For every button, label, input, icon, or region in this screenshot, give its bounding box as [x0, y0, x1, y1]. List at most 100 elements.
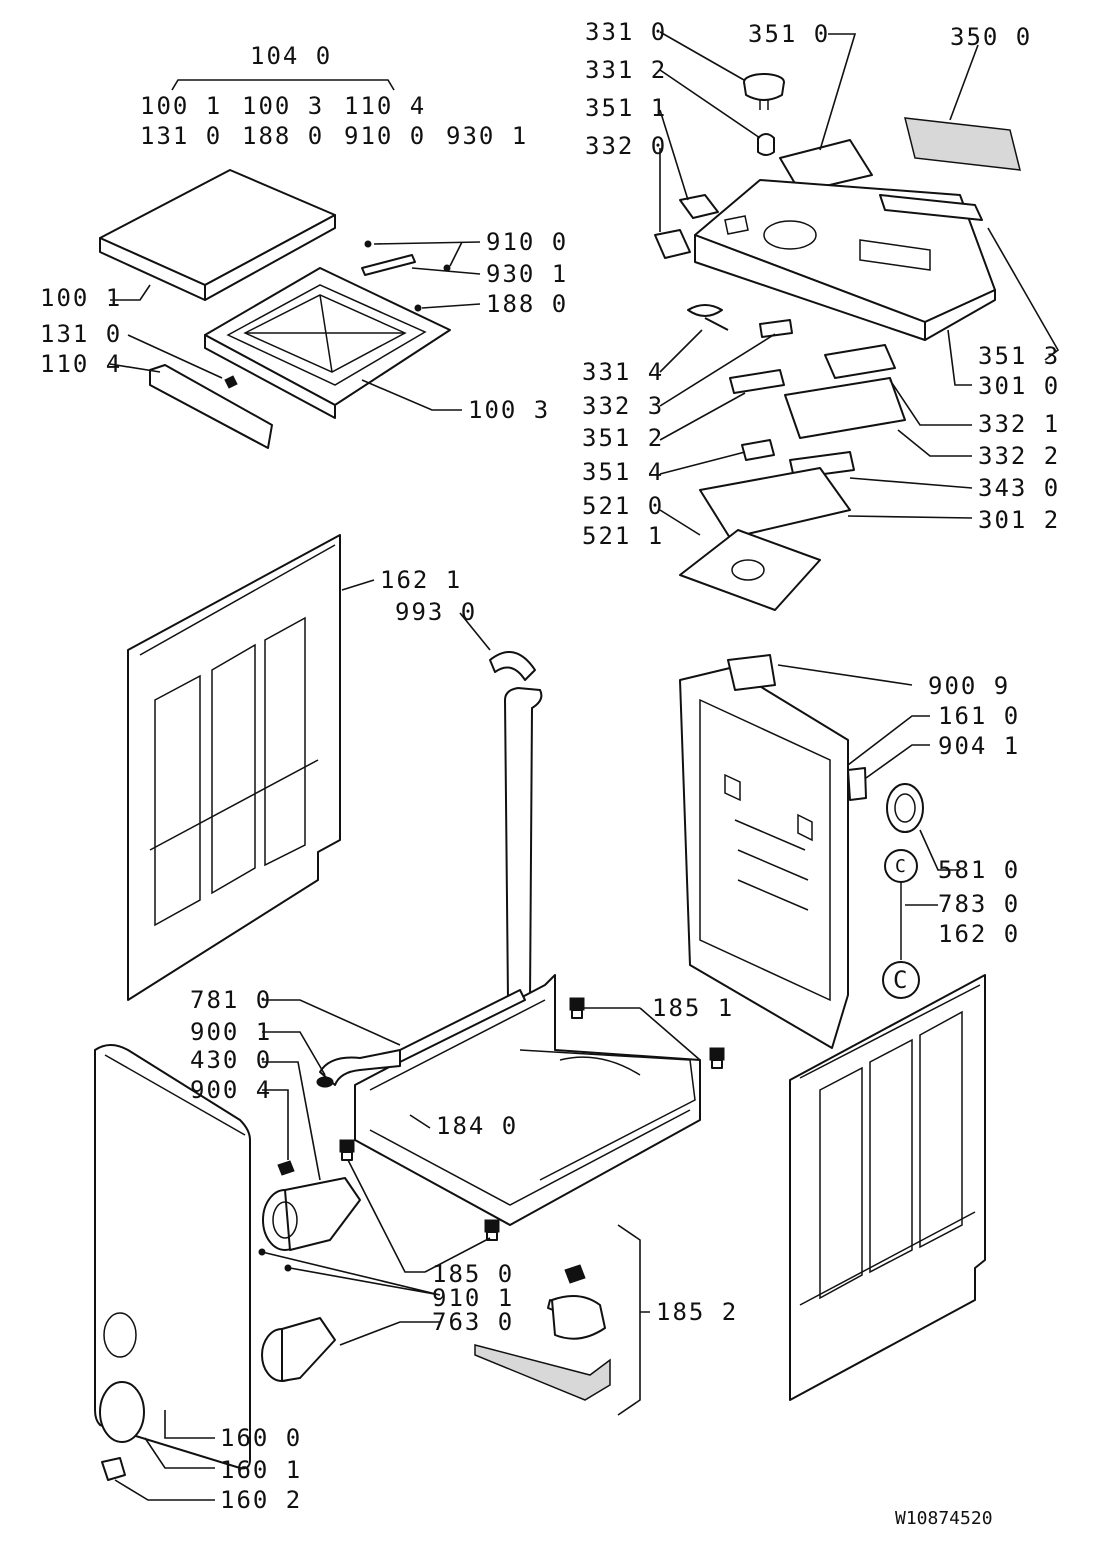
bracket-332-0-part	[654, 229, 691, 259]
callout-9009: 900 9	[928, 672, 1010, 700]
decal-panel-part	[904, 117, 1021, 171]
clip-131-part	[224, 375, 238, 389]
callout-3314: 331 4	[582, 358, 664, 386]
top-frame-part	[204, 267, 451, 419]
callout-1003: 100 3	[468, 396, 550, 424]
callout-3312: 331 2	[585, 56, 667, 84]
buttons-332-1-part	[824, 344, 896, 379]
callout-1104: 110 4	[40, 350, 122, 378]
callout-3430: 343 0	[978, 474, 1060, 502]
pump-430-part	[262, 1177, 361, 1251]
callout-3012: 301 2	[978, 506, 1060, 534]
connector-c-lower-label: C	[893, 966, 909, 994]
clamp-900-1-part	[316, 1076, 334, 1088]
top-lid-part	[99, 169, 336, 301]
hinge-cover-part	[361, 254, 416, 276]
side-panel-left-part	[127, 534, 341, 1001]
callout-3310: 331 0	[585, 18, 667, 46]
callout-3500: 350 0	[950, 23, 1032, 51]
callout-1850: 185 0	[432, 1260, 514, 1288]
callout-7810: 781 0	[190, 986, 272, 1014]
front-panel-part	[94, 1044, 251, 1470]
foot-185-1-b	[709, 1047, 725, 1069]
callout-9930: 993 0	[395, 598, 477, 626]
callout-3510: 351 0	[748, 20, 830, 48]
callout-1001: 100 1	[40, 284, 122, 312]
buttons-332-2-part	[784, 377, 906, 439]
callout-3511: 351 1	[585, 94, 667, 122]
callout-1310: 131 0	[40, 320, 122, 348]
hose-781-end-part	[319, 1049, 401, 1086]
knob-part	[743, 73, 785, 110]
callout-5211: 521 1	[582, 522, 664, 550]
callout-1610: 161 0	[938, 702, 1020, 730]
group-item-1104: 110 4	[344, 92, 426, 120]
foot-185-1-a	[569, 997, 585, 1019]
callout-3323: 332 3	[582, 392, 664, 420]
callout-1852: 185 2	[656, 1298, 738, 1326]
callout-1851: 185 1	[652, 994, 734, 1022]
clip-185-2-part	[564, 1264, 586, 1284]
callout-1602: 160 2	[220, 1486, 302, 1514]
group-header-label: 104 0	[250, 42, 332, 70]
callout-7630: 763 0	[432, 1308, 514, 1336]
callout-1600: 160 0	[220, 1424, 302, 1452]
callout-1620: 162 0	[938, 920, 1020, 948]
callout-9301: 930 1	[486, 260, 568, 288]
callout-3322: 332 2	[978, 442, 1060, 470]
callout-1621: 162 1	[380, 566, 462, 594]
callout-1601: 160 1	[220, 1456, 302, 1484]
group-bracket	[171, 79, 395, 91]
callout-9041: 904 1	[938, 732, 1020, 760]
hose-993-part	[489, 651, 543, 1001]
callout-3513: 351 3	[978, 342, 1060, 370]
pulley-581-part	[886, 783, 924, 833]
selector-board-part	[779, 139, 873, 193]
side-panel-right-part	[789, 974, 986, 1401]
button-strip-351-3-part	[879, 194, 983, 221]
valve-900-9-part	[727, 654, 776, 691]
callout-5210: 521 0	[582, 492, 664, 520]
group-item-1880: 188 0	[242, 122, 324, 150]
callout-5810: 581 0	[938, 856, 1020, 884]
callout-3512: 351 2	[582, 424, 664, 452]
callout-3010: 301 0	[978, 372, 1060, 400]
bracket-904-1-part	[847, 767, 867, 801]
cabinet-frame-part	[679, 667, 849, 1049]
screw-910-a	[364, 240, 372, 248]
callout-9004: 900 4	[190, 1076, 272, 1104]
cup-185-2-part	[551, 1295, 606, 1340]
callout-1840: 184 0	[436, 1112, 518, 1140]
filter-763-part	[261, 1317, 336, 1382]
front-trim-part	[149, 364, 273, 449]
console-housing-part	[694, 179, 996, 341]
callout-1880: 188 0	[486, 290, 568, 318]
wrench-331-4-part	[687, 304, 729, 331]
callout-9100: 910 0	[486, 228, 568, 256]
connector-c-upper-label: C	[895, 856, 906, 877]
callout-3320: 332 0	[585, 132, 667, 160]
group-item-9301: 930 1	[446, 122, 528, 150]
foot-185-0-b	[484, 1219, 500, 1241]
callout-3321: 332 1	[978, 410, 1060, 438]
module-351-1-part	[679, 194, 719, 219]
clip-900-4-part	[277, 1160, 295, 1176]
group-item-1003: 100 3	[242, 92, 324, 120]
board-base-521-part	[679, 529, 821, 611]
callout-9101: 910 1	[432, 1284, 514, 1312]
group-item-1310: 131 0	[140, 122, 222, 150]
connector-351-4-part	[741, 439, 775, 461]
base-frame-part	[354, 974, 701, 1226]
group-item-9100: 910 0	[344, 122, 426, 150]
callout-3514: 351 4	[582, 458, 664, 486]
hinge-160-2-part	[101, 1457, 126, 1481]
cover-332-3-part	[759, 319, 793, 338]
callout-4300: 430 0	[190, 1046, 272, 1074]
main-board-301-2-part	[699, 467, 851, 539]
callout-7830: 783 0	[938, 890, 1020, 918]
connector-c-lower	[882, 961, 920, 999]
drawing-number: W10874520	[895, 1508, 993, 1529]
foot-185-0-a	[339, 1139, 355, 1161]
